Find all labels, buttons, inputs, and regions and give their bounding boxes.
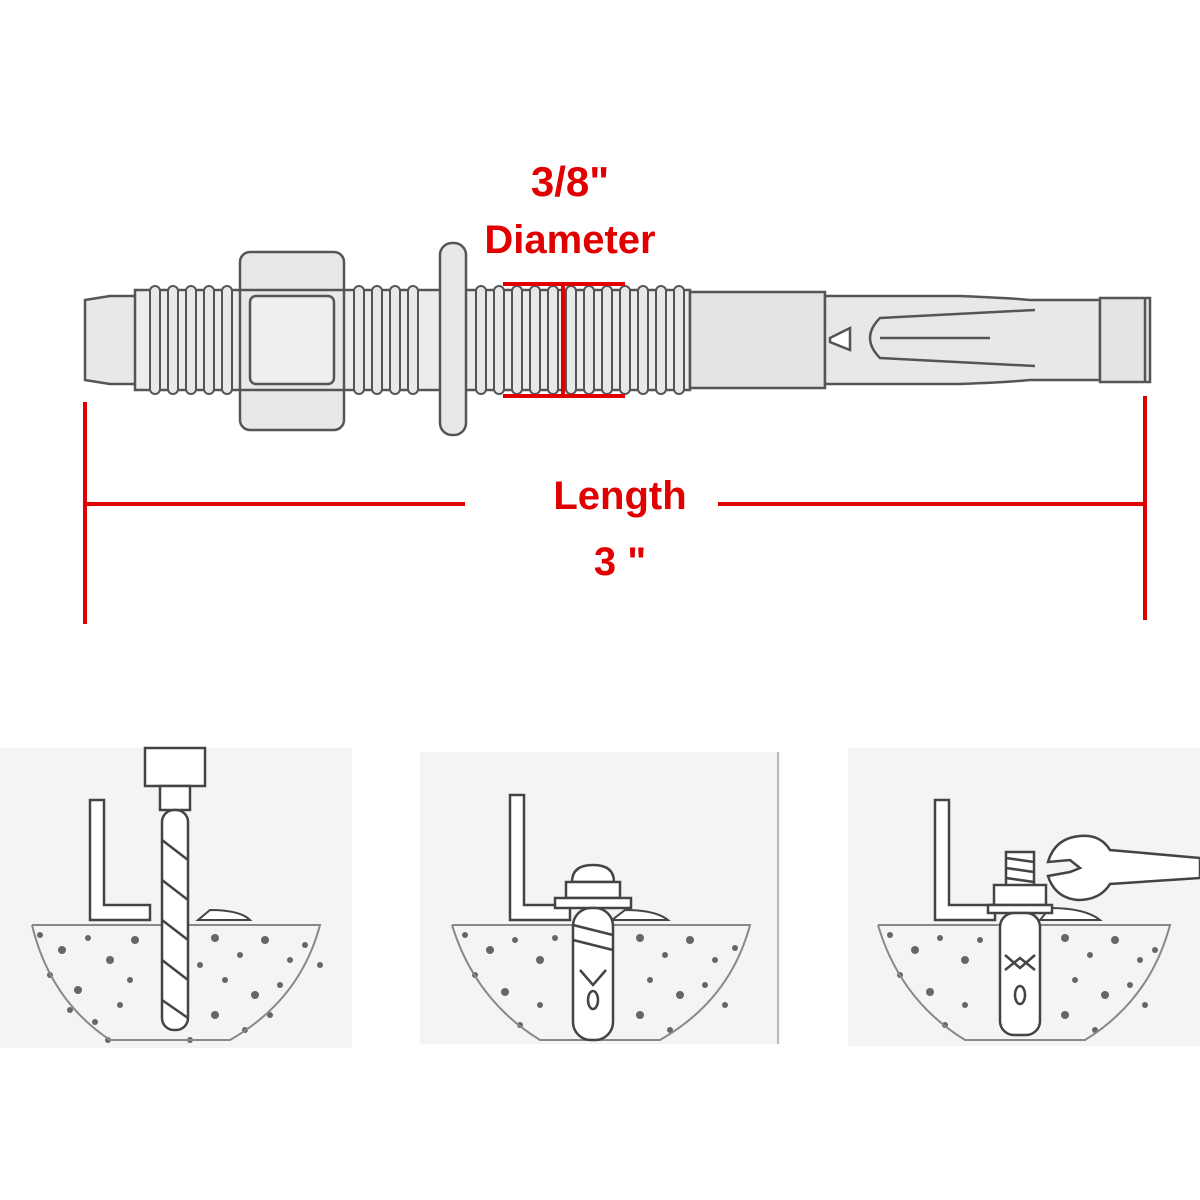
bolt-installed-icon	[986, 850, 1054, 1037]
diameter-label: Diameter	[484, 218, 656, 262]
concrete-texture	[887, 932, 1158, 1033]
expansion-clip	[688, 290, 1152, 390]
diameter-marker	[503, 282, 625, 398]
threads	[149, 285, 685, 395]
angle-bracket	[88, 798, 152, 922]
hex-nut	[238, 250, 346, 432]
drill-icon	[143, 746, 207, 1032]
step-tighten-panel	[848, 748, 1200, 1046]
length-value: 3 "	[593, 540, 647, 584]
concrete-texture	[462, 932, 738, 1033]
wrench-icon	[1046, 834, 1200, 902]
length-dimension	[83, 396, 1147, 624]
anchor-icon	[553, 863, 633, 1042]
length-label: Length	[553, 474, 687, 518]
wedge-anchor-bolt	[83, 241, 1152, 437]
diameter-value: 3/8"	[530, 158, 610, 205]
step-drill-panel	[0, 746, 352, 1048]
washer	[438, 241, 468, 437]
step-insert-panel	[420, 752, 780, 1044]
